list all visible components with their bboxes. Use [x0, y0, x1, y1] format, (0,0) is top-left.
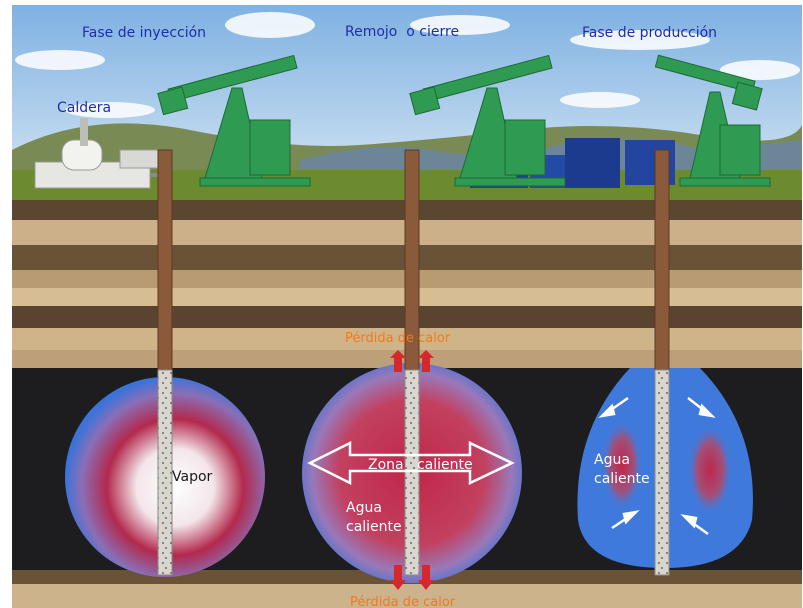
well-injection [157, 149, 173, 576]
well-soak [404, 149, 420, 576]
phase-injection-label: Fase de inyección [82, 25, 206, 41]
heat-loss-bottom-label: Pérdida de calor [350, 595, 456, 608]
boiler [34, 118, 165, 189]
production-hot-spot-left [602, 420, 642, 510]
clouds [15, 12, 800, 118]
well-production [654, 149, 670, 576]
heat-loss-top-label: Pérdida de calor [345, 331, 451, 346]
vapor-label: Vapor [172, 469, 213, 485]
pumpjack-soak [409, 54, 566, 187]
inflow-arrows [598, 396, 716, 536]
boiler-label: Caldera [57, 100, 111, 116]
prod-hot-water-label-1: Agua [594, 452, 630, 468]
heat-loss-arrows-bottom [390, 565, 434, 590]
heat-loss-arrows-top [390, 350, 434, 372]
strata-bottom-2 [12, 584, 802, 608]
prod-hot-water-label-2: caliente [594, 471, 650, 487]
hot-zone-label: Zona caliente [368, 457, 473, 473]
pumpjack-injection [157, 54, 311, 187]
pumpjack-production [654, 54, 771, 187]
soak-hot-water-label-1: Agua [346, 500, 382, 516]
production-hot-spot-right [688, 425, 732, 515]
hot-zone-arrow [307, 440, 515, 486]
phase-soak-label: Remojo o cierre [345, 24, 459, 40]
phase-production-label: Fase de producción [582, 25, 717, 41]
soak-hot-water-label-2: caliente [346, 519, 402, 535]
